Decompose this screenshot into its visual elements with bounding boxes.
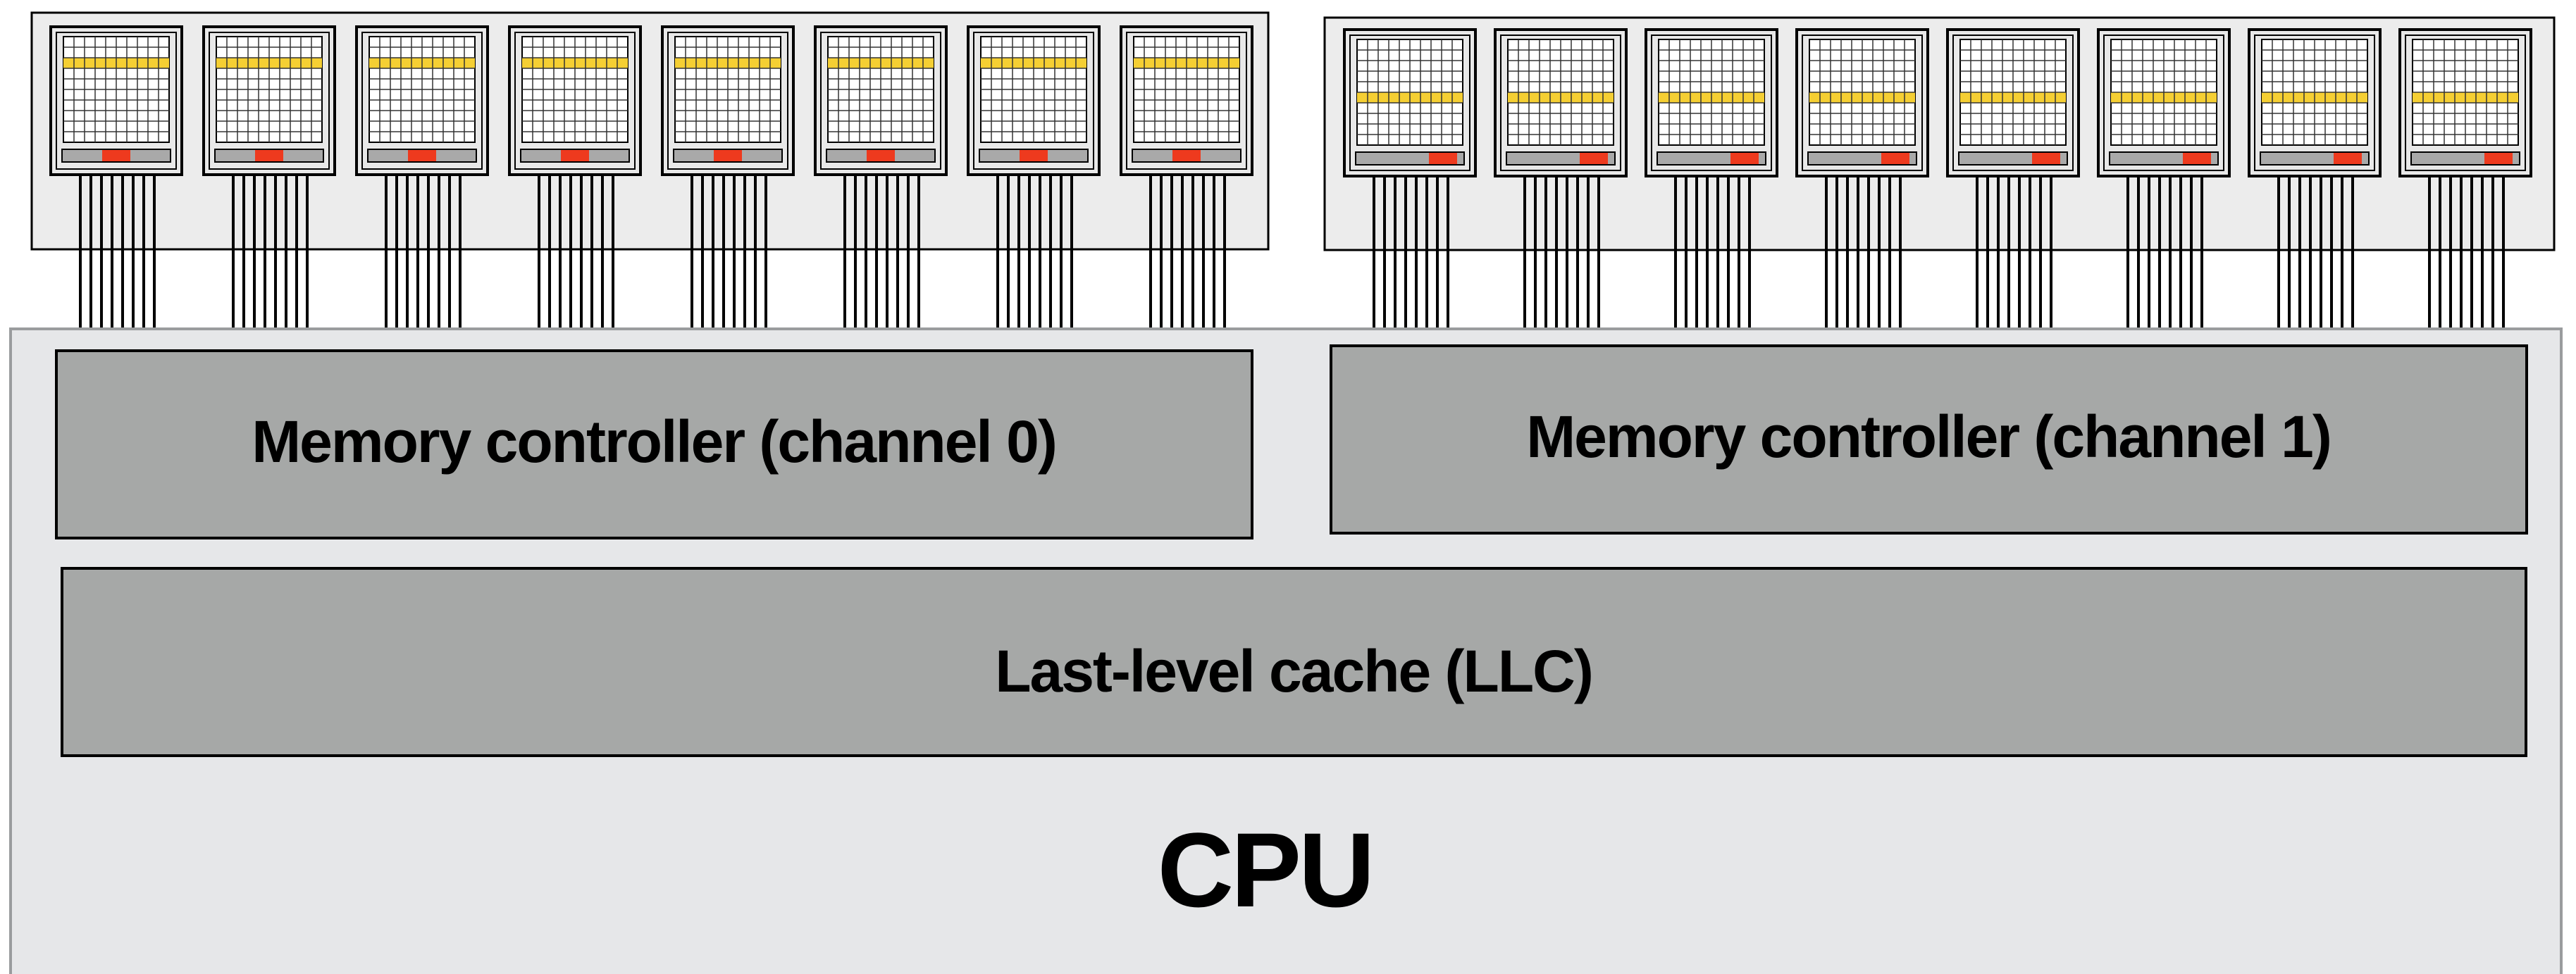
row-buffer-highlight [2484, 153, 2513, 164]
memory-controller-0-label: Memory controller (channel 0) [252, 408, 1056, 475]
row-buffer-highlight [1730, 153, 1759, 164]
row-buffer-highlight [2183, 153, 2211, 164]
row-buffer-highlight [408, 150, 436, 161]
row-buffer-highlight [102, 150, 130, 161]
row-buffer-highlight [561, 150, 589, 161]
memory-controller-0 [55, 349, 1253, 539]
row-buffer-highlight [867, 150, 895, 161]
row-buffer-highlight [255, 150, 283, 161]
row-buffer-highlight [1020, 150, 1048, 161]
row-buffer-highlight [2032, 153, 2060, 164]
row-buffer-highlight [2334, 153, 2362, 164]
row-buffer-highlight [714, 150, 742, 161]
memory-controller-1 [1330, 344, 2528, 535]
row-buffer-highlight [1429, 153, 1457, 164]
row-buffer-highlight [1881, 153, 1909, 164]
last-level-cache [61, 567, 2527, 757]
row-buffer-highlight [1172, 150, 1201, 161]
llc-label: Last-level cache (LLC) [995, 638, 1592, 704]
memory-controller-1-label: Memory controller (channel 1) [1526, 404, 2331, 470]
dram-chips [49, 25, 2532, 327]
cpu-label: CPU [1158, 811, 1373, 929]
row-buffer-highlight [1580, 153, 1608, 164]
